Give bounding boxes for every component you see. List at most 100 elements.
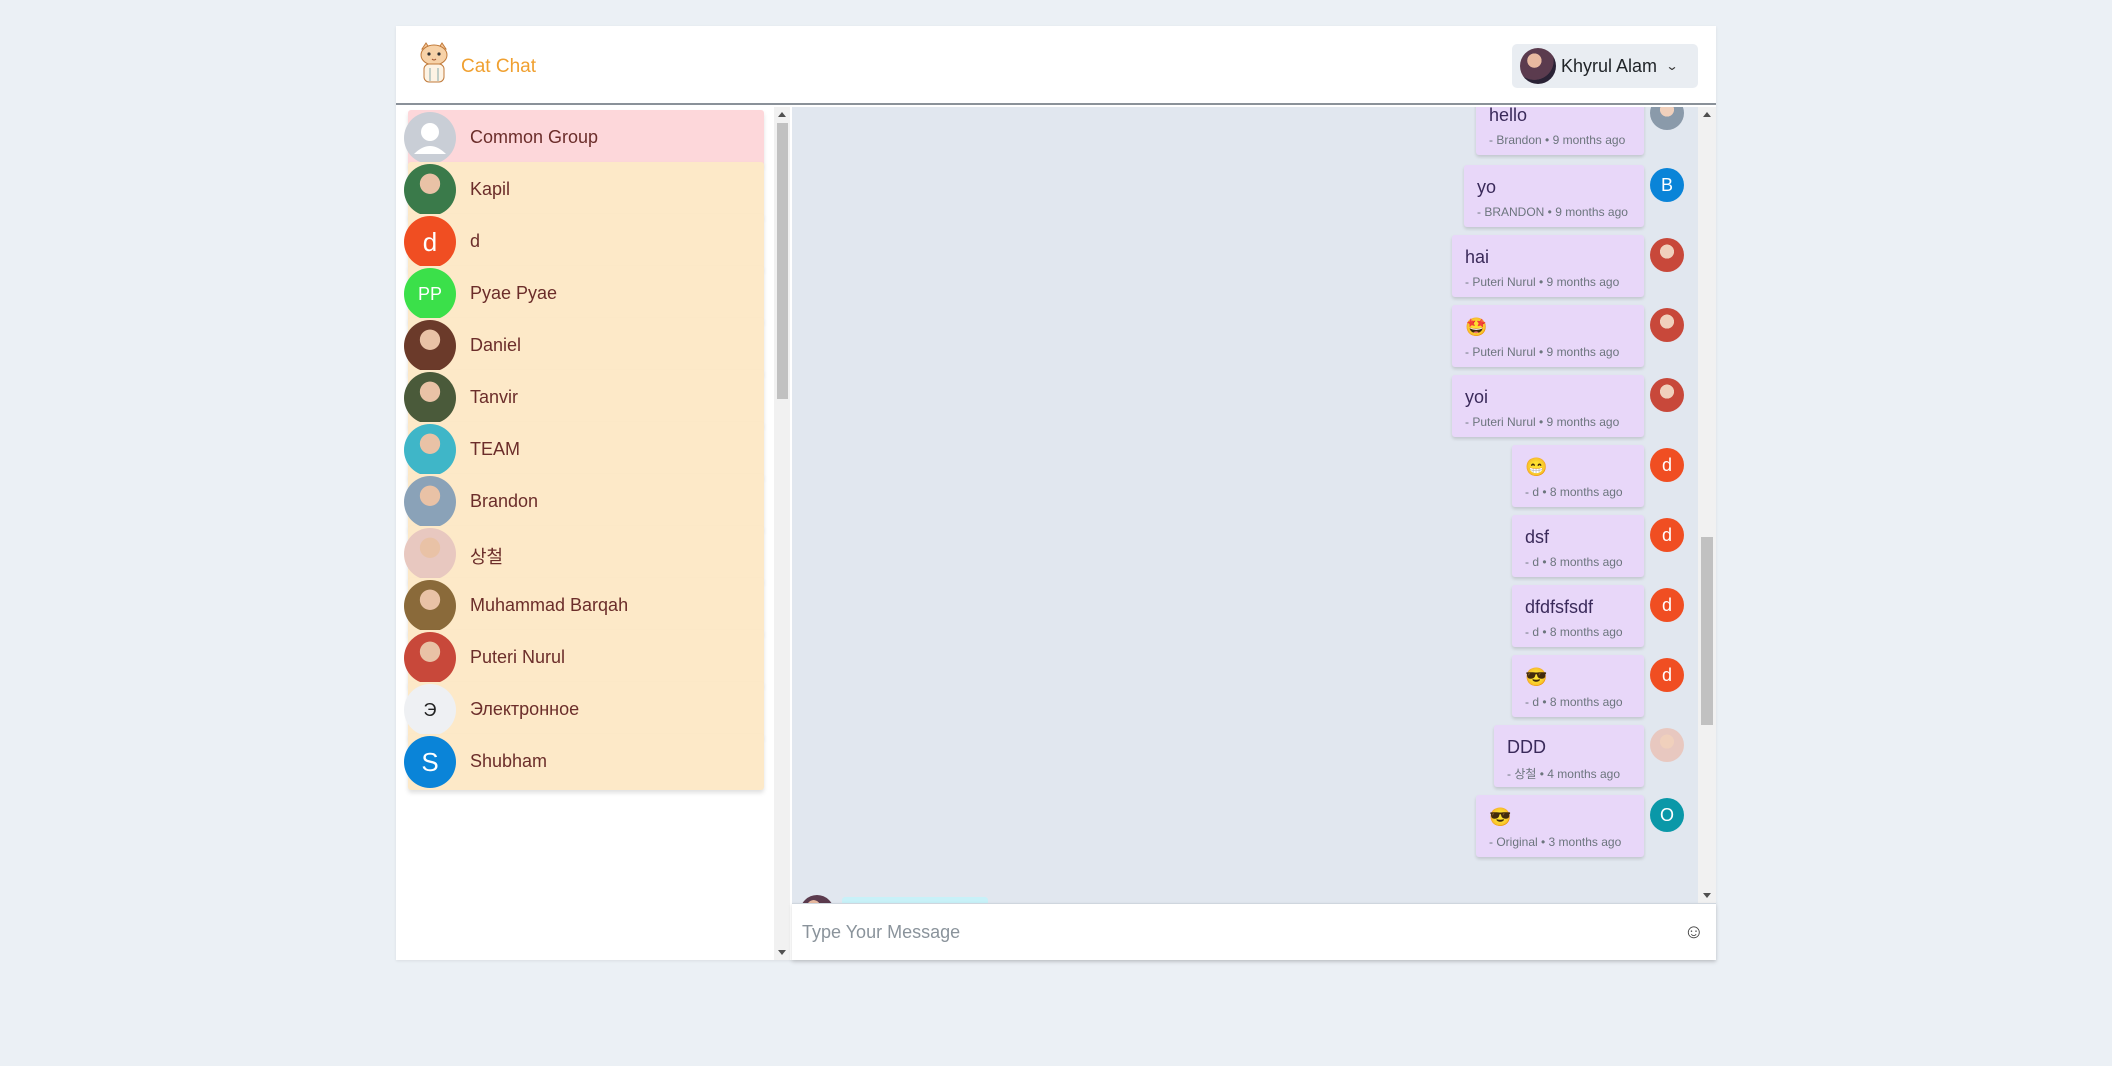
contact-item[interactable]: TEAM — [404, 422, 764, 478]
app-brand: Cat Chat — [461, 56, 536, 77]
avatar: B — [1650, 168, 1684, 202]
scroll-down-icon[interactable] — [1703, 893, 1711, 898]
avatar — [404, 424, 456, 476]
avatar: d — [1650, 588, 1684, 622]
contact-name: Puteri Nurul — [470, 647, 566, 667]
message-bubble: hello - Brandon • 9 months ago — [1476, 107, 1644, 155]
message-area: hello - Brandon • 9 months ago yo - BRANDON… — [792, 107, 1716, 903]
message-meta: - Brandon • 9 months ago — [1489, 133, 1626, 147]
message-area-scrollbar[interactable] — [1698, 107, 1716, 903]
scrollbar-thumb[interactable] — [777, 123, 788, 399]
contact-name: Электронное — [470, 699, 580, 719]
avatar: d — [1650, 658, 1684, 692]
avatar — [404, 632, 456, 684]
message-text: yoi — [1465, 387, 1489, 407]
message-bubble: dfdfsfsdf - d • 8 months ago — [1512, 585, 1644, 647]
message-meta: - d • 8 months ago — [1525, 555, 1623, 569]
contact-name: Daniel — [470, 335, 522, 355]
contact-name: TEAM — [470, 439, 521, 459]
message-text: yo — [1477, 177, 1497, 197]
contact-name: Muhammad Barqah — [470, 595, 629, 615]
message-meta: - 상철 • 4 months ago — [1507, 767, 1620, 781]
chevron-down-icon: ⌄ — [1665, 59, 1679, 73]
own-message-bubble: 😁😁 — [842, 897, 988, 903]
avatar — [404, 476, 456, 528]
contact-item[interactable]: PP Pyae Pyae — [404, 266, 764, 322]
scrollbar-thumb[interactable] — [1701, 537, 1713, 725]
message-meta: - d • 8 months ago — [1525, 625, 1623, 639]
contact-name: Brandon — [470, 491, 539, 511]
message-text: hai — [1465, 247, 1490, 267]
contact-name: Kapil — [470, 179, 511, 199]
avatar: d — [1650, 448, 1684, 482]
avatar — [1650, 238, 1684, 272]
user-name: Khyrul Alam — [1561, 55, 1658, 76]
message-text: 🤩 — [1465, 317, 1488, 337]
avatar: Э — [404, 684, 456, 736]
contact-item[interactable]: Tanvir — [404, 370, 764, 426]
contact-item[interactable]: Muhammad Barqah — [404, 578, 764, 634]
avatar: O — [1650, 798, 1684, 832]
avatar: PP — [404, 268, 456, 320]
avatar — [1650, 378, 1684, 412]
message-meta: - Puteri Nurul • 9 months ago — [1465, 345, 1620, 359]
contact-name: Common Group — [470, 127, 599, 147]
contact-name: Shubham — [470, 751, 548, 771]
user-menu-button[interactable]: Khyrul Alam ⌄ — [1512, 44, 1698, 88]
avatar — [1650, 107, 1684, 130]
message-text: dsf — [1525, 527, 1550, 547]
scroll-down-icon[interactable] — [778, 950, 786, 955]
header: Cat Chat Khyrul Alam ⌄ — [396, 26, 1716, 105]
avatar: S — [404, 736, 456, 788]
message-meta: - d • 8 months ago — [1525, 695, 1623, 709]
avatar: d — [1650, 518, 1684, 552]
cat-logo-icon — [420, 42, 448, 83]
message-text: 😁 — [1525, 457, 1548, 477]
message-bubble: 😁- d • 8 months ago — [1512, 445, 1644, 507]
contact-name: 상철 — [470, 547, 504, 567]
contact-name: d — [470, 231, 481, 251]
message-meta: - Original • 3 months ago — [1489, 835, 1622, 849]
message-bubble: 😎 - Original • 3 months ago — [1476, 795, 1644, 857]
message-bubble: yoi - Puteri Nurul • 9 months ago — [1452, 375, 1644, 437]
avatar — [800, 895, 834, 903]
group-avatar-icon — [404, 112, 456, 164]
avatar — [404, 528, 456, 580]
avatar — [404, 320, 456, 372]
contact-name: Tanvir — [470, 387, 519, 407]
avatar — [404, 580, 456, 632]
contact-item[interactable]: Brandon — [404, 474, 764, 530]
message-bubble: yo - BRANDON • 9 months ago — [1464, 165, 1644, 227]
avatar — [1650, 728, 1684, 762]
message-bubble: 😎- d • 8 months ago — [1512, 655, 1644, 717]
message-meta: - BRANDON • 9 months ago — [1477, 205, 1628, 219]
message-meta: - Puteri Nurul • 9 months ago — [1465, 275, 1620, 289]
contact-list-scrollbar[interactable] — [774, 107, 790, 960]
message-bubble: dsf - d • 8 months ago — [1512, 515, 1644, 577]
message-text: DDD — [1507, 737, 1546, 757]
message-meta: - Puteri Nurul • 9 months ago — [1465, 415, 1620, 429]
contact-item[interactable]: Common Group — [404, 110, 764, 166]
contact-item[interactable]: Kapil — [404, 162, 764, 218]
message-composer: ☺ — [792, 903, 1716, 960]
scroll-up-icon[interactable] — [1703, 112, 1711, 117]
message-text: 😎 — [1489, 807, 1512, 827]
contact-item[interactable]: 상철 — [404, 526, 764, 582]
contact-name: Pyae Pyae — [470, 283, 558, 303]
contact-item[interactable]: Puteri Nurul — [404, 630, 764, 686]
avatar — [1650, 308, 1684, 342]
contact-item[interactable]: Э Электронное — [404, 682, 764, 738]
emoji-icon[interactable]: ☺ — [1683, 921, 1704, 943]
message-text: dfdfsfsdf — [1525, 597, 1594, 617]
contact-item[interactable]: S Shubham — [404, 734, 764, 790]
message-bubble: hai - Puteri Nurul • 9 months ago — [1452, 235, 1644, 297]
avatar — [1520, 48, 1556, 84]
avatar — [404, 164, 456, 216]
message-input[interactable] — [802, 912, 1662, 952]
scroll-up-icon[interactable] — [778, 112, 786, 117]
contact-item[interactable]: Daniel — [404, 318, 764, 374]
message-text: hello — [1489, 107, 1528, 125]
